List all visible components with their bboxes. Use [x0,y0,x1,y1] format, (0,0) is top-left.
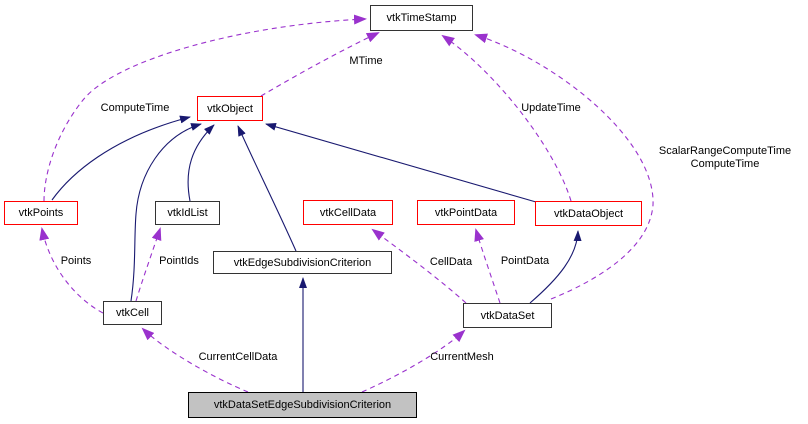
node-vtkpoints[interactable]: vtkPoints [4,201,78,225]
edge-inherit-vtkedgesubdivisioncriterion-vtkobject [237,125,297,252]
node-vtktimestamp[interactable]: vtkTimeStamp [370,5,473,31]
node-vtkedgesubdivisioncriterion[interactable]: vtkEdgeSubdivisionCriterion [213,251,392,274]
edge-usage-updatetime [441,34,572,202]
edge-label-updatetime: UpdateTime [521,102,581,114]
edge-inherit-vtkidlist-vtkobject [187,124,215,202]
node-vtkdatasetedgesubdivisioncriterion: vtkDataSetEdgeSubdivisionCriterion [188,392,417,418]
edge-label-pointdata: PointData [500,255,550,267]
edge-label-scalarrangecomputetime: ScalarRangeComputeTime ComputeTime [658,145,792,170]
edge-usage-currentcelldata [141,327,249,393]
node-vtkpointdata[interactable]: vtkPointData [417,200,515,225]
node-vtkdataobject[interactable]: vtkDataObject [535,201,642,226]
edge-inherit-vtkdataobject-vtkobject [265,122,537,203]
edge-usage-pointids [135,227,162,302]
edge-inherit-vtkpoints-vtkobject [51,115,191,201]
edge-usage-mtime [260,32,380,97]
edge-usage-points [39,227,104,314]
edge-label-pointids: PointIds [159,255,199,267]
edge-inherit-vtkcell-vtkobject [130,123,202,302]
edge-usage-celldata [371,228,467,304]
node-vtkidlist[interactable]: vtkIdList [155,201,220,225]
node-vtkcell[interactable]: vtkCell [103,301,162,325]
edge-label-computetime: ComputeTime [100,102,170,114]
edge-usage-scalarrangecomputetime [474,33,654,300]
edge-usage-computetime [43,14,367,202]
edge-inherit-vtkdataset-vtkdataobject [529,230,582,304]
edge-label-currentmesh: CurrentMesh [430,351,494,363]
node-vtkcelldata[interactable]: vtkCellData [303,200,393,225]
edge-usage-pointdata [474,228,501,304]
edge-label-celldata: CellData [429,256,473,268]
edge-label-mtime: MTime [349,55,383,67]
edge-label-points: Points [60,255,92,267]
node-vtkdataset[interactable]: vtkDataSet [463,303,552,328]
edge-usage-currentmesh [361,329,466,393]
edge-label-currentcelldata: CurrentCellData [198,351,278,363]
node-vtkobject[interactable]: vtkObject [197,96,263,121]
